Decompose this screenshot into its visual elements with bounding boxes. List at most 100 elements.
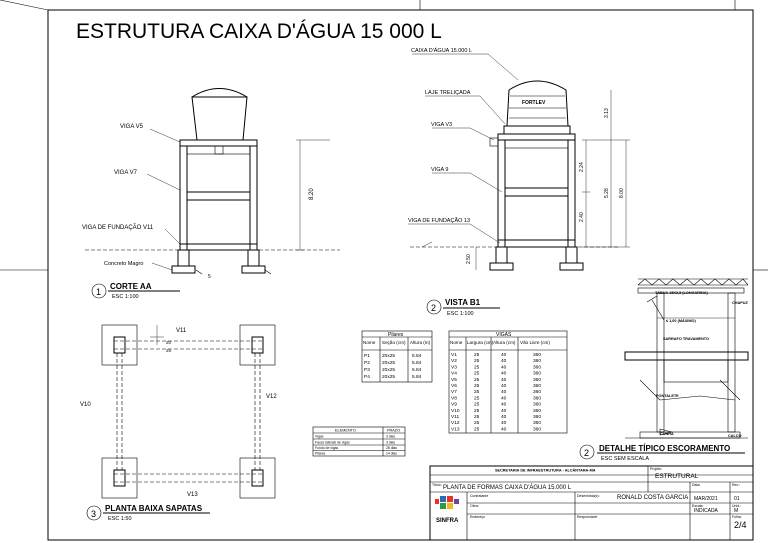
vista-number-circle	[426, 299, 442, 315]
svg-text:40: 40	[501, 377, 507, 383]
planta-number: 3	[91, 509, 96, 519]
svg-text:40: 40	[501, 395, 507, 401]
label-pontalete: PONTALETE	[656, 394, 679, 398]
svg-text:V6: V6	[451, 383, 457, 389]
detalhe-number-circle	[579, 444, 595, 460]
svg-text:40: 40	[501, 420, 507, 426]
svg-text:360: 360	[533, 358, 541, 364]
svg-text:25: 25	[474, 383, 480, 389]
svg-text:Seção (cm): Seção (cm)	[382, 340, 406, 345]
svg-text:40: 40	[501, 389, 507, 395]
svg-text:V4: V4	[451, 371, 457, 377]
label-caixa: CAIXA D'ÁGUA 15.000 L	[411, 47, 472, 54]
svg-text:P2: P2	[364, 360, 370, 366]
svg-text:25: 25	[474, 364, 480, 370]
svg-text:360: 360	[533, 371, 541, 377]
vista-scale: ESC 1:100	[447, 311, 474, 317]
svg-text:P3: P3	[364, 367, 370, 373]
svg-text:25: 25	[474, 426, 480, 432]
svg-text:Vigas: Vigas	[315, 435, 324, 439]
planta-number-circle	[86, 505, 102, 521]
label-concreto-magro: Concreto Magro	[104, 261, 143, 267]
label-viga-fundacao-v11: VIGA DE FUNDAÇÃO V11	[82, 224, 154, 231]
planta-scale: ESC 1:50	[108, 516, 132, 522]
carimbo-secretaria: SECRETARIA DE INFRAESTRUTURA - ALCÂNTARA…	[495, 468, 596, 473]
svg-text:360: 360	[533, 408, 541, 414]
svg-text:28 dias: 28 dias	[386, 446, 397, 450]
svg-text:Endereço: Endereço	[470, 515, 485, 519]
svg-text:360: 360	[533, 420, 541, 426]
carimbo-title-block: SECRETARIA DE INFRAESTRUTURA - ALCÂNTARA…	[429, 465, 754, 541]
svg-text:40: 40	[501, 364, 507, 370]
carimbo-unid: M	[734, 508, 738, 514]
label-chapuz: CHAPUZ	[732, 301, 749, 305]
carimbo-data: MAR/2021	[694, 496, 718, 502]
svg-text:V1: V1	[451, 352, 457, 358]
planta-baixa-sapatas: V11 V10 V12 V13 20 25 3 PLANTA BAIXA SAP…	[80, 324, 277, 522]
label-tabua: TÁBUA 15X2,5 (LONGARINA)	[655, 290, 709, 295]
svg-text:Escala:: Escala:	[692, 504, 704, 508]
svg-text:V9: V9	[451, 402, 457, 408]
svg-text:Título:: Título:	[432, 483, 442, 487]
dim-vista-4: 8.00	[619, 188, 625, 198]
svg-text:360: 360	[533, 426, 541, 432]
page-title: ESTRUTURA CAIXA D'ÁGUA 15 000 L	[76, 20, 442, 43]
svg-text:40: 40	[501, 408, 507, 414]
planta-label-v12: V12	[266, 394, 277, 400]
svg-text:Desenhista(s):: Desenhista(s):	[577, 494, 600, 498]
vista-left-dim: 2.50	[466, 254, 472, 264]
svg-text:360: 360	[533, 352, 541, 358]
svg-text:Contratante: Contratante	[470, 494, 488, 498]
corte-number-circle	[91, 283, 107, 299]
corte-aa-elevation: 8.20 5 VIGA V5 VIGA V7 VIGA DE FUNDAÇÃO …	[82, 88, 340, 300]
dim-vista-0: 3.13	[604, 108, 610, 118]
svg-text:V3: V3	[451, 364, 457, 370]
svg-text:360: 360	[533, 389, 541, 395]
label-laje: LAJE TRELIÇADA	[425, 90, 471, 96]
planta-dim-1: 25	[166, 348, 172, 353]
svg-text:40: 40	[501, 352, 507, 358]
svg-text:5.84: 5.84	[412, 353, 422, 359]
label-viga-v7: VIGA V7	[114, 170, 138, 176]
planta-name: PLANTA BAIXA SAPATAS	[105, 504, 203, 513]
svg-text:360: 360	[533, 395, 541, 401]
label-calco: CALÇO	[728, 434, 742, 438]
planta-label-v11: V11	[176, 328, 187, 334]
svg-text:360: 360	[533, 402, 541, 408]
svg-text:5.84: 5.84	[412, 360, 422, 366]
svg-text:Data:: Data:	[692, 483, 700, 487]
vista-number: 2	[431, 303, 436, 313]
svg-text:Nome: Nome	[450, 340, 463, 345]
svg-text:Largura (cm): Largura (cm)	[467, 340, 494, 345]
svg-text:Obra:: Obra:	[470, 504, 479, 508]
svg-text:V8: V8	[451, 395, 457, 401]
svg-text:40: 40	[501, 383, 507, 389]
svg-text:5.84: 5.84	[412, 374, 422, 380]
svg-text:20x25: 20x25	[382, 374, 395, 380]
svg-text:40: 40	[501, 371, 507, 377]
svg-text:20x25: 20x25	[382, 360, 395, 366]
vigas-title: VIGAS	[496, 332, 512, 338]
carimbo-rev: 01	[734, 496, 740, 502]
svg-text:3 dias: 3 dias	[386, 441, 395, 445]
svg-text:Responsável: Responsável	[577, 515, 597, 519]
svg-text:360: 360	[533, 383, 541, 389]
svg-text:25: 25	[474, 358, 480, 364]
svg-text:25: 25	[474, 352, 480, 358]
corte-small-dim: 5	[208, 274, 211, 280]
label-viga-v3: VIGA V3	[431, 122, 452, 128]
svg-text:P1: P1	[364, 353, 370, 359]
svg-text:40: 40	[501, 414, 507, 420]
logo-text: SINFRA	[436, 518, 459, 524]
detalhe-number: 2	[584, 448, 589, 458]
label-viga-fundacao-13: VIGA DE FUNDAÇÃO 13	[408, 217, 470, 224]
svg-text:ELEMENTO: ELEMENTO	[335, 429, 356, 433]
svg-text:5.84: 5.84	[412, 367, 422, 373]
svg-text:V7: V7	[451, 389, 457, 395]
detalhe-scale: ESC SEM ESCALA	[601, 456, 649, 462]
svg-text:Altura (m): Altura (m)	[410, 340, 431, 345]
svg-text:Unid.:: Unid.:	[732, 504, 741, 508]
corte-height-dim: 8.20	[309, 188, 315, 200]
